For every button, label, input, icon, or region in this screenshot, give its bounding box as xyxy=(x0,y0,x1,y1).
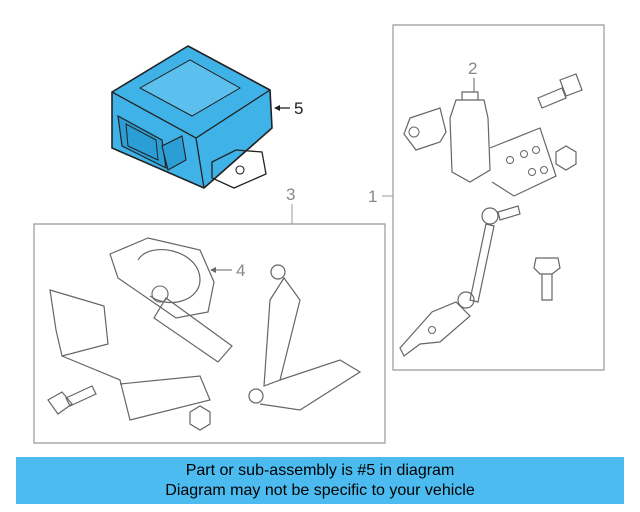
info-banner: Part or sub-assembly is #5 in diagram Di… xyxy=(16,457,624,504)
part-4-sensor-assembly[interactable] xyxy=(49,237,233,421)
nut-lower[interactable] xyxy=(189,405,211,431)
callout-2: 2 xyxy=(468,59,477,78)
callout-1: 1 xyxy=(368,187,377,206)
callout-3: 3 xyxy=(286,185,295,204)
banner-line-1: Part or sub-assembly is #5 in diagram xyxy=(185,461,455,479)
callout-5: 5 xyxy=(294,99,303,118)
bolt-lower-left[interactable] xyxy=(47,385,97,415)
banner-line-2: Diagram may not be specific to your vehi… xyxy=(165,481,475,499)
bolt-upper[interactable] xyxy=(537,73,583,109)
bolt-right[interactable] xyxy=(533,257,561,301)
part-1-link-rod[interactable] xyxy=(399,205,521,357)
link-rod-lower[interactable] xyxy=(248,264,362,411)
arrow-4 xyxy=(210,267,216,273)
part-2-level-sensor[interactable] xyxy=(403,91,557,197)
group-box-1 xyxy=(392,24,605,371)
part-5-control-module[interactable] xyxy=(111,45,273,189)
callout-4: 4 xyxy=(236,261,245,280)
group-box-3 xyxy=(33,223,386,444)
parts-diagram: 5 1 2 3 xyxy=(33,24,605,444)
nut-upper[interactable] xyxy=(555,145,577,171)
arrow-5 xyxy=(274,105,280,111)
